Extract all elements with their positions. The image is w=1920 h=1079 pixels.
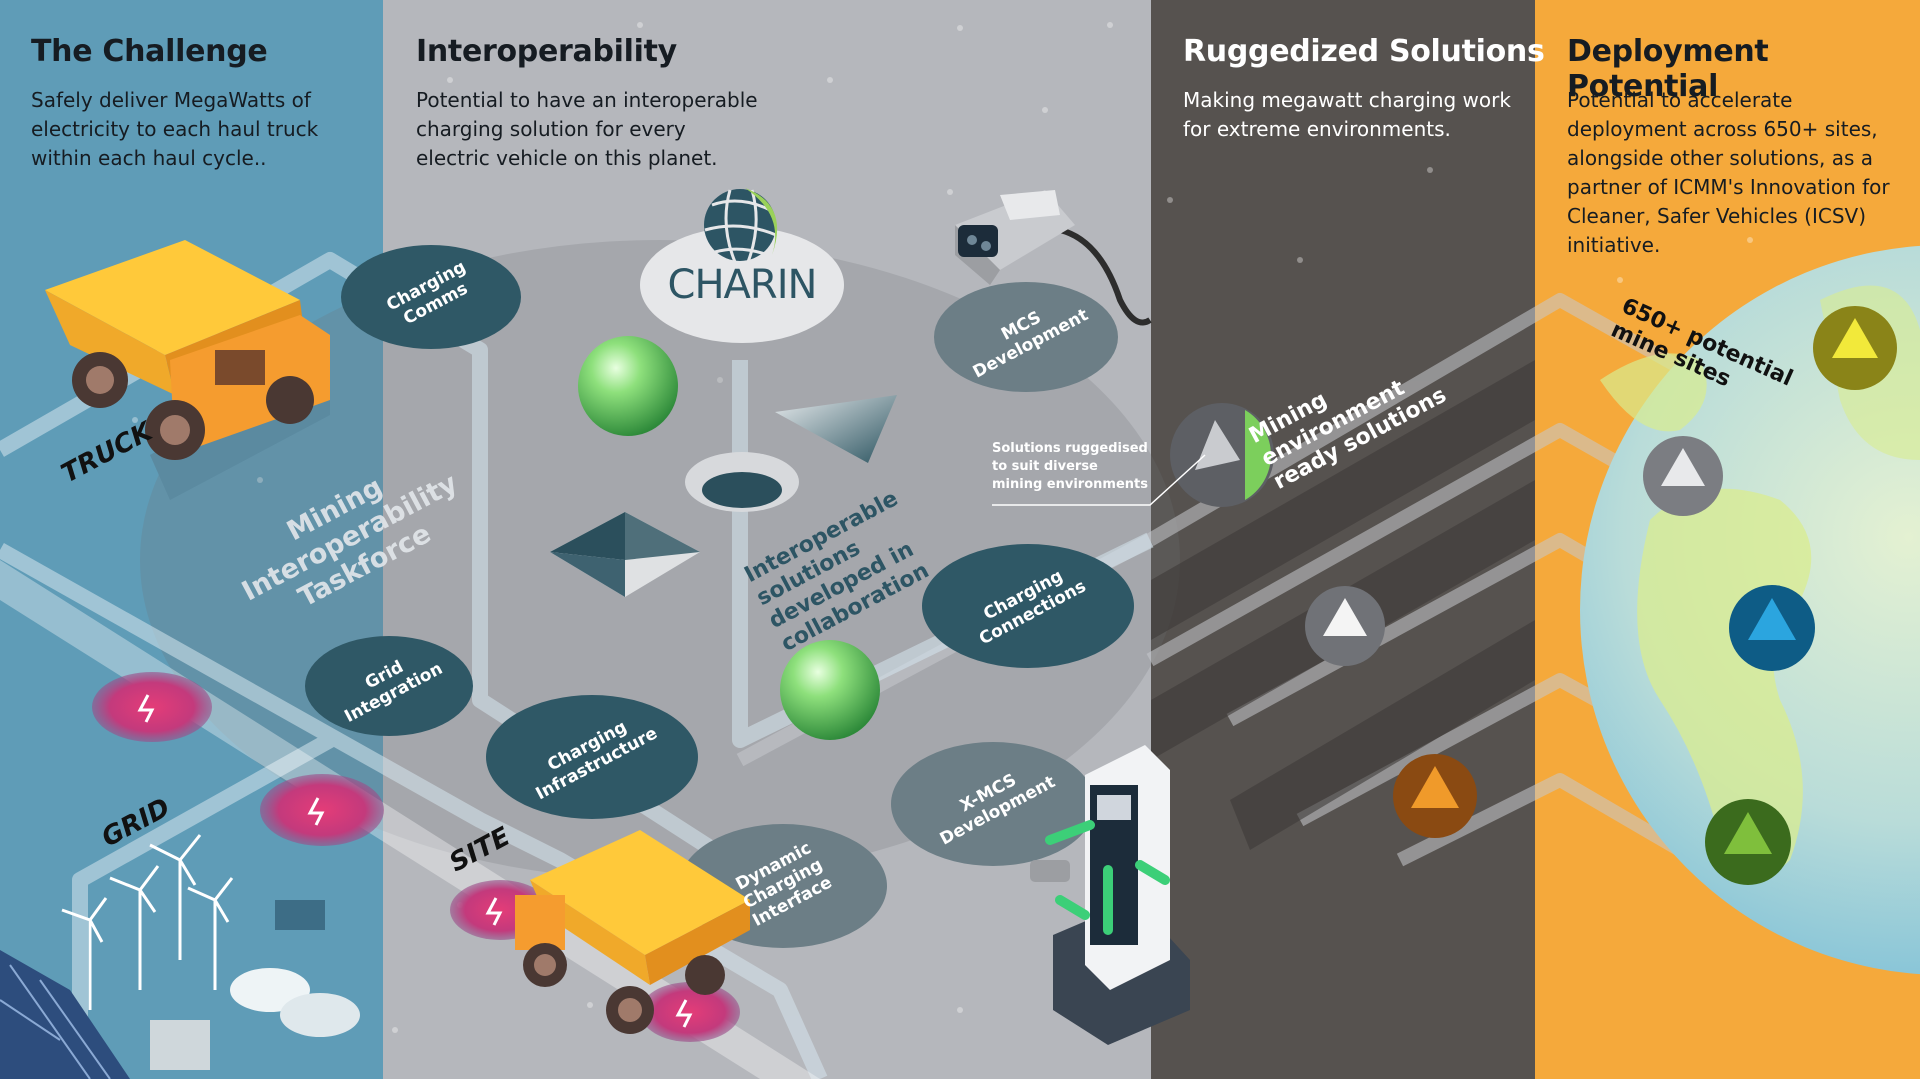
charging-pad-site-2	[640, 982, 740, 1042]
geodesic-sphere-mixed	[1170, 403, 1274, 507]
geodesic-sphere-blue	[1729, 585, 1815, 671]
geodesic-sphere-yellow	[1813, 306, 1897, 390]
geodesic-sphere-silver	[1305, 586, 1385, 666]
deployment-title: Deployment Potential	[1567, 34, 1769, 104]
node-xmcs-development	[891, 742, 1095, 866]
node-charging-infrastructure	[486, 695, 698, 819]
interoperability-description: Potential to have an interoperable charg…	[416, 86, 758, 173]
hydrogen-tanks-icon	[150, 900, 360, 1070]
ruggedized-description: Making megawatt charging work for extrem…	[1183, 86, 1511, 144]
charin-logo	[640, 188, 844, 343]
callout-line	[992, 454, 1206, 506]
ruggedized-line: Making megawatt charging work	[1183, 88, 1511, 112]
deployment-line: Potential to accelerate	[1567, 88, 1793, 112]
challenge-line: Safely deliver MegaWatts of	[31, 88, 311, 112]
deployment-line: alongside other solutions, as a	[1567, 146, 1874, 170]
node-mcs-development	[934, 282, 1118, 392]
panel-challenge	[0, 0, 383, 1079]
challenge-title: The Challenge	[31, 34, 268, 69]
geodesic-sphere-grey	[1643, 436, 1723, 516]
geodesic-sphere-green	[1705, 799, 1791, 885]
interoperability-title: Interoperability	[416, 34, 677, 69]
challenge-line: within each haul cycle..	[31, 146, 267, 170]
green-sphere-bottom	[780, 640, 880, 740]
deployment-line: initiative.	[1567, 233, 1661, 257]
deployment-line: partner of ICMM's Innovation for	[1567, 175, 1890, 199]
charging-pad-left-2	[260, 774, 384, 846]
green-sphere-top	[578, 336, 678, 436]
cone-shape	[775, 395, 897, 463]
pyramid-hole-shape	[550, 512, 700, 597]
interoperability-line: Potential to have an interoperable	[416, 88, 758, 112]
geodesic-sphere-orange	[1393, 754, 1477, 838]
node-grid-integration	[305, 636, 473, 736]
deployment-description: Potential to accelerate deployment acros…	[1567, 86, 1890, 260]
ruggedized-line: for extreme environments.	[1183, 117, 1451, 141]
wind-turbines-icon	[61, 834, 234, 1010]
node-charging-connections	[922, 544, 1134, 668]
deployment-line: Cleaner, Safer Vehicles (ICSV)	[1567, 204, 1867, 228]
xmcs-charger-icon	[1030, 745, 1190, 1045]
ruggedized-title: Ruggedized Solutions	[1183, 34, 1545, 69]
node-charging-comms	[341, 245, 521, 349]
interoperability-line: charging solution for every	[416, 117, 686, 141]
hole-shape	[685, 452, 799, 512]
charin-logo-text: CHARIN	[667, 262, 818, 308]
mcs-plug-icon	[955, 190, 1152, 326]
solar-panels-icon	[0, 950, 130, 1079]
charging-pad-left-1	[92, 672, 212, 742]
challenge-description: Safely deliver MegaWatts of electricity …	[31, 86, 318, 173]
interoperability-line: electric vehicle on this planet.	[416, 146, 718, 170]
site-haul-truck-icon	[515, 830, 750, 1034]
challenge-line: electricity to each haul truck	[31, 117, 319, 141]
haul-truck-icon	[45, 240, 330, 500]
deployment-line: deployment across 650+ sites,	[1567, 117, 1878, 141]
